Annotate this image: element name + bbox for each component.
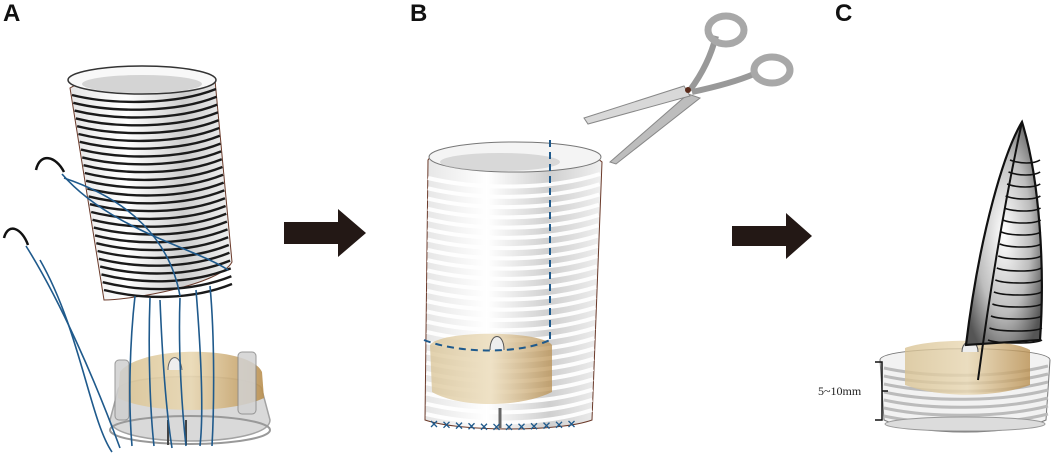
graft-ring bbox=[101, 267, 232, 283]
graft-ring bbox=[426, 274, 598, 292]
stitch-mark bbox=[430, 420, 438, 428]
stitch-mark bbox=[518, 423, 525, 431]
graft-ring bbox=[84, 165, 223, 182]
stitch-mark bbox=[443, 421, 450, 429]
graft-ring bbox=[427, 182, 601, 199]
cut-line-horizontal bbox=[423, 339, 551, 352]
graft-ring bbox=[81, 150, 222, 166]
graft-ring bbox=[103, 282, 233, 299]
graft-ring bbox=[88, 189, 225, 205]
graft-ring bbox=[72, 95, 218, 111]
graft-ring bbox=[75, 111, 219, 127]
graft-ring bbox=[427, 213, 600, 230]
flap-rib bbox=[993, 291, 1042, 296]
graft-ring bbox=[427, 172, 601, 189]
graft-ring bbox=[85, 173, 224, 189]
graft-ring bbox=[426, 264, 598, 281]
graft-ring bbox=[426, 254, 598, 271]
graft-ring bbox=[78, 126, 220, 143]
flap-rib bbox=[992, 303, 1043, 308]
flap-rib bbox=[1003, 207, 1041, 212]
stitch-mark bbox=[455, 422, 463, 430]
arrow-right-icon bbox=[284, 209, 366, 257]
stitch-mark bbox=[493, 423, 500, 431]
panel-a-illustration bbox=[2, 65, 271, 453]
valve-prosthesis-a bbox=[109, 351, 271, 445]
stitch-mark bbox=[480, 423, 488, 431]
flap-rib bbox=[989, 327, 1043, 332]
stitch-mark bbox=[543, 422, 550, 430]
graft-ring bbox=[76, 119, 220, 135]
graft-ring bbox=[883, 388, 1049, 401]
graft-ring bbox=[427, 223, 599, 240]
stitch-mark bbox=[568, 420, 575, 428]
graft-ring bbox=[426, 295, 597, 312]
scissors-icon bbox=[583, 12, 794, 165]
graft-ring bbox=[102, 275, 232, 291]
flap-rib bbox=[1000, 231, 1042, 236]
measurement-label: 5~10mm bbox=[818, 384, 862, 398]
flap-rib bbox=[990, 315, 1043, 320]
graft-ring bbox=[93, 220, 228, 236]
graft-ring bbox=[425, 408, 593, 425]
graft-ring bbox=[426, 243, 599, 261]
flap-rib bbox=[1009, 159, 1041, 164]
graft-ring bbox=[87, 181, 225, 197]
needle-icon bbox=[2, 227, 30, 246]
graft-ring bbox=[80, 142, 221, 158]
graft-ring bbox=[883, 404, 1049, 417]
panel-label-a: A bbox=[3, 0, 21, 27]
graft-ring bbox=[97, 243, 230, 260]
flap-rib bbox=[987, 339, 1043, 344]
graft-ring bbox=[426, 305, 597, 322]
graft-ring bbox=[426, 284, 597, 302]
arrow-right-icon bbox=[732, 213, 812, 259]
sutures-a bbox=[25, 173, 229, 453]
graft-ring bbox=[90, 204, 227, 221]
graft-ring bbox=[883, 396, 1049, 409]
graft-ring bbox=[427, 202, 600, 220]
graft-ring bbox=[83, 158, 223, 174]
graft-ring bbox=[427, 233, 599, 251]
graft-ring bbox=[89, 197, 226, 213]
vascular-graft-tube-a bbox=[67, 65, 233, 301]
stitch-mark bbox=[468, 422, 475, 430]
stitch-mark bbox=[530, 422, 538, 430]
graft-ring bbox=[98, 251, 230, 267]
flap-rib bbox=[996, 267, 1042, 272]
stitch-mark bbox=[505, 423, 513, 431]
graft-ring bbox=[74, 103, 218, 119]
panel-b-illustration bbox=[423, 12, 794, 431]
flap-rib bbox=[997, 255, 1042, 260]
flap-rib bbox=[1005, 195, 1041, 200]
graft-ring bbox=[427, 192, 600, 210]
stitch-mark bbox=[555, 421, 563, 429]
graft-ring bbox=[99, 259, 231, 275]
panel-c-illustration bbox=[875, 119, 1051, 433]
graft-ring bbox=[79, 134, 221, 150]
measurement-bracket bbox=[875, 361, 888, 421]
flap-rib bbox=[1002, 219, 1042, 224]
graft-ring bbox=[426, 315, 596, 333]
graft-ring bbox=[92, 212, 227, 228]
needle-icon bbox=[34, 157, 66, 173]
panel-label-b: B bbox=[410, 0, 428, 27]
flap-rib bbox=[995, 279, 1042, 284]
graft-ring bbox=[425, 397, 593, 415]
flap-rib bbox=[999, 243, 1042, 248]
panel-label-c: C bbox=[835, 0, 853, 27]
graft-ring bbox=[71, 87, 217, 104]
graft-ring bbox=[94, 228, 228, 244]
